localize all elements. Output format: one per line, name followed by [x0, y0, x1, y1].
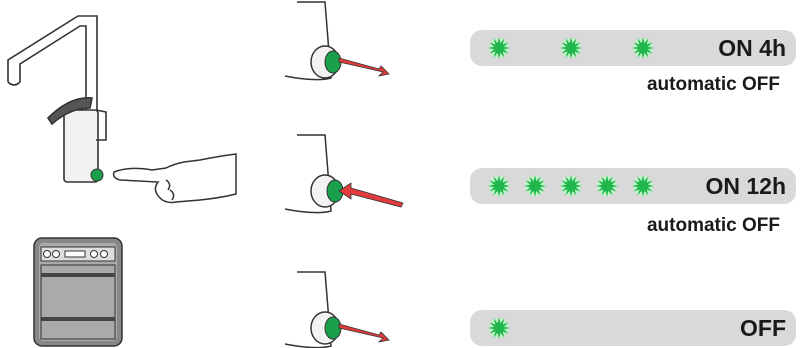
led-icon	[524, 175, 546, 197]
tap-button-icon	[284, 134, 404, 214]
led-icon	[488, 175, 510, 197]
arrow-icon	[338, 57, 390, 77]
status-bar-row-2: ON 12h	[470, 168, 796, 204]
status-note: automatic OFF	[646, 215, 780, 236]
led-icon	[596, 175, 618, 197]
oven-icon	[33, 237, 123, 347]
led-icon	[488, 37, 510, 59]
tap-button-icon	[284, 1, 390, 81]
status-label: OFF	[740, 315, 786, 341]
status-bar-row-1: ON 4h	[470, 30, 796, 66]
status-label: ON 4h	[718, 35, 786, 61]
status-bar-row-3: OFF	[470, 310, 796, 346]
tap-button-icon	[284, 271, 390, 348]
led-icon	[632, 37, 654, 59]
pointing-hand-icon	[112, 153, 237, 204]
led-icon	[488, 317, 510, 339]
led-icon	[632, 175, 654, 197]
led-icon	[560, 175, 582, 197]
status-label: ON 12h	[705, 173, 786, 199]
arrow-icon	[338, 323, 390, 343]
arrow-icon	[338, 182, 404, 208]
led-icon	[560, 37, 582, 59]
faucet-icon	[7, 15, 107, 183]
status-note: automatic OFF	[646, 74, 780, 95]
